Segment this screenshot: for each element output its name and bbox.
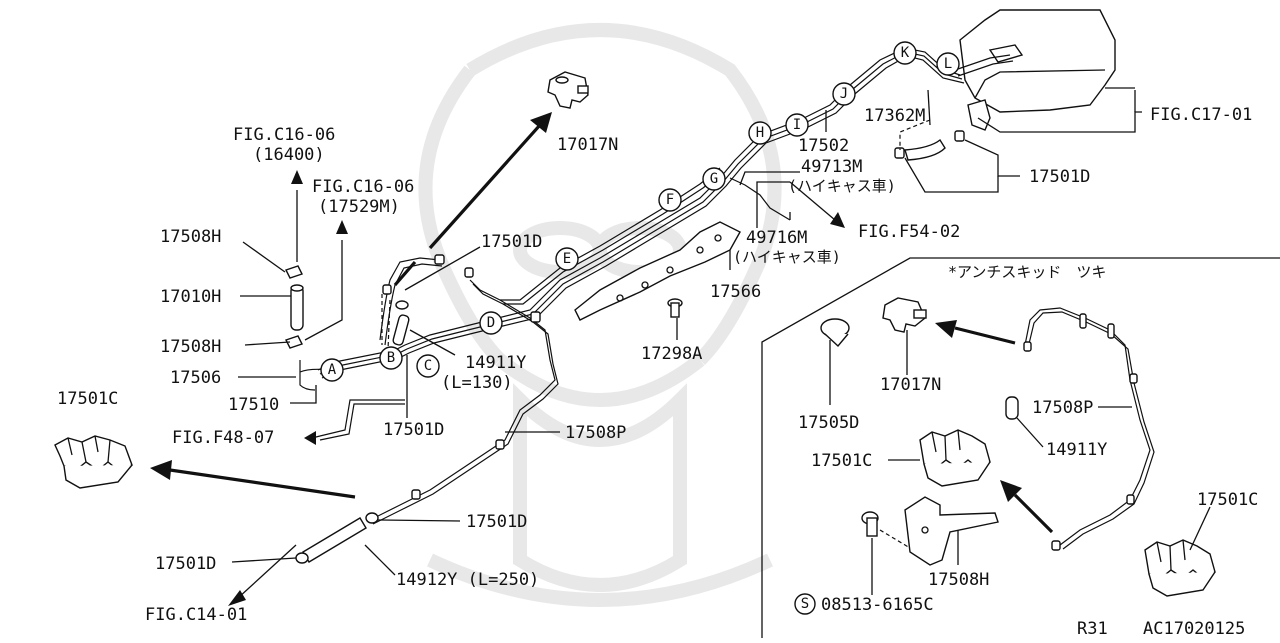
svg-text:L: L bbox=[944, 56, 952, 72]
inset-bolt-code: 08513-6165C bbox=[821, 595, 934, 615]
callout-17501c-left: 17501C bbox=[57, 389, 118, 409]
callout-14912y: 14912Y (L=250) bbox=[396, 570, 539, 590]
callout-fig-c16-06-a: FIG.C16-06 bbox=[233, 125, 335, 145]
hose-14911y bbox=[392, 300, 410, 346]
callout-fig-c14-01: FIG.C14-01 bbox=[145, 605, 247, 625]
arrows bbox=[150, 112, 1054, 606]
pipe-clamps bbox=[382, 130, 965, 500]
watermark-emblem bbox=[418, 23, 782, 607]
callout-17506: 17506 bbox=[170, 368, 221, 388]
inset-17501c-right: 17501C bbox=[1197, 490, 1258, 510]
callout-17362m: 17362M bbox=[864, 106, 925, 126]
svg-text:K: K bbox=[901, 45, 910, 61]
callout-17510: 17510 bbox=[228, 395, 279, 415]
callout-17501d-bl: 17501D bbox=[155, 554, 216, 574]
inset-bolt-symbol: S bbox=[801, 596, 809, 612]
svg-text:E: E bbox=[563, 251, 571, 267]
svg-text:A: A bbox=[328, 362, 337, 378]
callout-17566: 17566 bbox=[710, 282, 761, 302]
marker-a: A bbox=[320, 358, 344, 382]
callout-hicas-2: (ハイキャス車) bbox=[733, 248, 841, 266]
hicas-lines bbox=[729, 177, 791, 221]
inset-17508h: 17508H bbox=[928, 570, 989, 590]
hose-14912y bbox=[295, 512, 379, 564]
svg-text:G: G bbox=[710, 171, 718, 187]
bolt-08513 bbox=[861, 511, 911, 549]
marker-c: C bbox=[416, 354, 440, 378]
part-labels: FIG.C16-06 (16400) FIG.C16-06 (17529M) 1… bbox=[57, 105, 1252, 625]
junction-17017n-top bbox=[547, 71, 589, 109]
marker-f: F bbox=[658, 188, 682, 212]
hose-17362m bbox=[904, 138, 946, 161]
callout-l130: (L=130) bbox=[441, 373, 513, 393]
clip-17501c-inset bbox=[919, 429, 991, 487]
marker-d: D bbox=[479, 311, 503, 335]
callout-17501d-right: 17501D bbox=[1029, 167, 1090, 187]
footer-diagram-code: AC17020125 bbox=[1143, 619, 1245, 638]
svg-text:F: F bbox=[666, 192, 674, 208]
inset-17508p: 17508P bbox=[1032, 398, 1093, 418]
callout-17502: 17502 bbox=[798, 136, 849, 156]
marker-i: I bbox=[785, 113, 809, 137]
brake-pipe-bundle bbox=[299, 47, 965, 525]
callout-17010h: 17010H bbox=[160, 287, 221, 307]
callout-17529m: (17529M) bbox=[318, 197, 400, 217]
callout-17017n-top: 17017N bbox=[557, 135, 618, 155]
pipe-markers: A B C D E F G H I J K L bbox=[320, 41, 960, 382]
marker-b: B bbox=[379, 346, 403, 370]
hose-14911y-inset bbox=[1005, 396, 1019, 420]
marker-h: H bbox=[748, 121, 772, 145]
svg-text:B: B bbox=[387, 350, 395, 366]
inset-14911y: 14911Y bbox=[1046, 440, 1107, 460]
svg-text:C: C bbox=[424, 358, 432, 374]
callout-17508h-mid: 17508H bbox=[160, 337, 221, 357]
marker-g: G bbox=[702, 167, 726, 191]
bolt-17298a bbox=[667, 298, 683, 318]
callout-hicas-1: (ハイキャス車) bbox=[788, 177, 896, 195]
junction-17017n-inset bbox=[882, 297, 927, 333]
antiskid-inset: *アンチスキッド ツキ bbox=[761, 257, 1280, 638]
marker-k: K bbox=[893, 41, 917, 65]
inset-17501c: 17501C bbox=[811, 451, 872, 471]
callout-17501d-low: 17501D bbox=[466, 512, 527, 532]
clip-17501c-left bbox=[54, 435, 133, 489]
clip-17501c-right bbox=[1144, 539, 1216, 597]
marker-l: L bbox=[936, 52, 960, 76]
footer-model: R31 bbox=[1077, 619, 1108, 638]
callout-17508p-mid: 17508P bbox=[565, 423, 626, 443]
callout-49716m: 49716M bbox=[746, 228, 807, 248]
fuel-tank bbox=[954, 9, 1116, 131]
marker-j: J bbox=[832, 82, 856, 106]
bracket-17508h bbox=[904, 496, 999, 566]
hose-17010h bbox=[285, 265, 304, 349]
marker-e: E bbox=[555, 247, 579, 271]
svg-text:I: I bbox=[793, 117, 801, 133]
grommet-17505d bbox=[820, 318, 850, 348]
callout-17501d-mid: 17501D bbox=[383, 420, 444, 440]
callout-fig-f54-02: FIG.F54-02 bbox=[858, 222, 960, 242]
bracket-17566 bbox=[574, 221, 741, 321]
inset-17017n: 17017N bbox=[880, 375, 941, 395]
callout-49713m: 49713M bbox=[801, 157, 862, 177]
callout-17298a: 17298A bbox=[641, 344, 702, 364]
svg-text:J: J bbox=[840, 86, 848, 102]
svg-text:H: H bbox=[756, 125, 764, 141]
callout-17501d-top: 17501D bbox=[481, 232, 542, 252]
callout-17508h-top: 17508H bbox=[160, 227, 221, 247]
callout-14911y: 14911Y bbox=[465, 353, 526, 373]
svg-text:D: D bbox=[487, 315, 495, 331]
callout-fig-c16-06-b: FIG.C16-06 bbox=[312, 177, 414, 197]
bolt-symbol-circle bbox=[794, 593, 816, 615]
callout-16400: (16400) bbox=[253, 145, 325, 165]
inset-title: *アンチスキッド ツキ bbox=[948, 263, 1106, 281]
footer: R31 AC17020125 bbox=[1077, 619, 1245, 639]
callout-fig-c17-01: FIG.C17-01 bbox=[1150, 105, 1252, 125]
inset-17505d: 17505D bbox=[798, 413, 859, 433]
leader-lines bbox=[231, 87, 1142, 576]
callout-fig-f48-07: FIG.F48-07 bbox=[172, 428, 274, 448]
